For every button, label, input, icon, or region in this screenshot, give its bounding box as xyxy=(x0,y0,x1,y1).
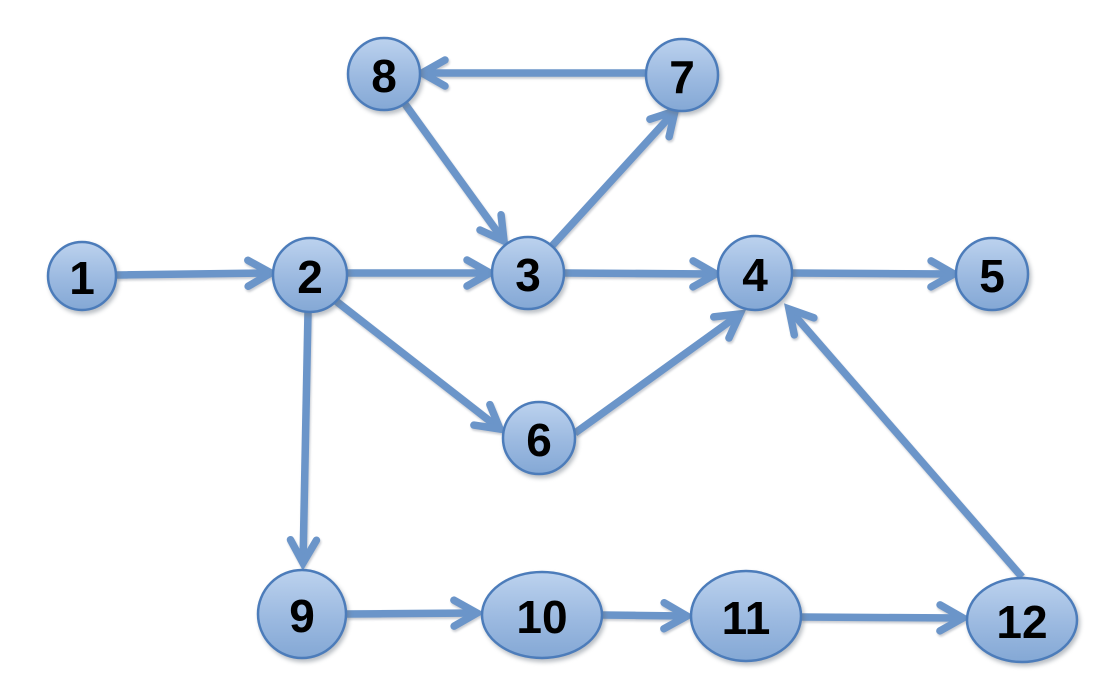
node-8-label: 8 xyxy=(371,50,397,102)
edge-6-4[interactable] xyxy=(572,309,747,437)
node-10[interactable]: 10 xyxy=(480,570,604,660)
node-8[interactable]: 8 xyxy=(346,36,422,112)
edge-3-7[interactable] xyxy=(548,105,681,250)
node-10-label: 10 xyxy=(516,591,567,643)
node-9[interactable]: 9 xyxy=(256,568,348,660)
node-12[interactable]: 12 xyxy=(965,576,1079,664)
edge-4-5[interactable] xyxy=(791,257,962,291)
node-1[interactable]: 1 xyxy=(46,240,118,312)
edge-1-2[interactable] xyxy=(115,256,279,291)
node-9-label: 9 xyxy=(289,590,315,642)
node-6-shape[interactable] xyxy=(501,400,577,476)
edge-3-4[interactable] xyxy=(563,257,724,291)
node-6-label: 6 xyxy=(526,414,552,466)
edge-2-6[interactable] xyxy=(333,298,507,434)
node-7-label: 7 xyxy=(669,51,695,103)
node-11[interactable]: 11 xyxy=(689,569,803,663)
node-2-label: 2 xyxy=(297,251,323,303)
node-3-shape[interactable] xyxy=(490,235,566,311)
node-9-shape[interactable] xyxy=(256,568,348,660)
node-7[interactable]: 7 xyxy=(644,37,720,113)
edge-8-3[interactable] xyxy=(401,101,509,248)
edge-11-12[interactable] xyxy=(800,601,971,635)
node-12-shape[interactable] xyxy=(965,576,1079,664)
node-4[interactable]: 4 xyxy=(716,234,794,312)
edge-10-11[interactable] xyxy=(601,598,695,633)
edge-12-4[interactable] xyxy=(783,303,1025,580)
edge-2-9[interactable] xyxy=(286,311,321,571)
node-5[interactable]: 5 xyxy=(954,236,1030,312)
node-4-shape[interactable] xyxy=(716,234,794,312)
node-5-label: 5 xyxy=(979,250,1005,302)
node-4-label: 4 xyxy=(742,249,768,301)
node-12-label: 12 xyxy=(996,596,1047,648)
node-2[interactable]: 2 xyxy=(271,236,349,314)
node-6[interactable]: 6 xyxy=(501,400,577,476)
edges-layer xyxy=(115,56,1025,635)
node-5-shape[interactable] xyxy=(954,236,1030,312)
node-7-shape[interactable] xyxy=(644,37,720,113)
node-8-shape[interactable] xyxy=(346,36,422,112)
node-2-shape[interactable] xyxy=(271,236,349,314)
node-1-label: 1 xyxy=(69,252,95,304)
node-3[interactable]: 3 xyxy=(490,235,566,311)
edge-9-10[interactable] xyxy=(345,596,485,630)
node-11-label: 11 xyxy=(722,592,771,644)
node-10-shape[interactable] xyxy=(480,570,604,660)
node-3-label: 3 xyxy=(515,249,541,301)
node-1-shape[interactable] xyxy=(46,240,118,312)
node-11-shape[interactable] xyxy=(689,569,803,663)
